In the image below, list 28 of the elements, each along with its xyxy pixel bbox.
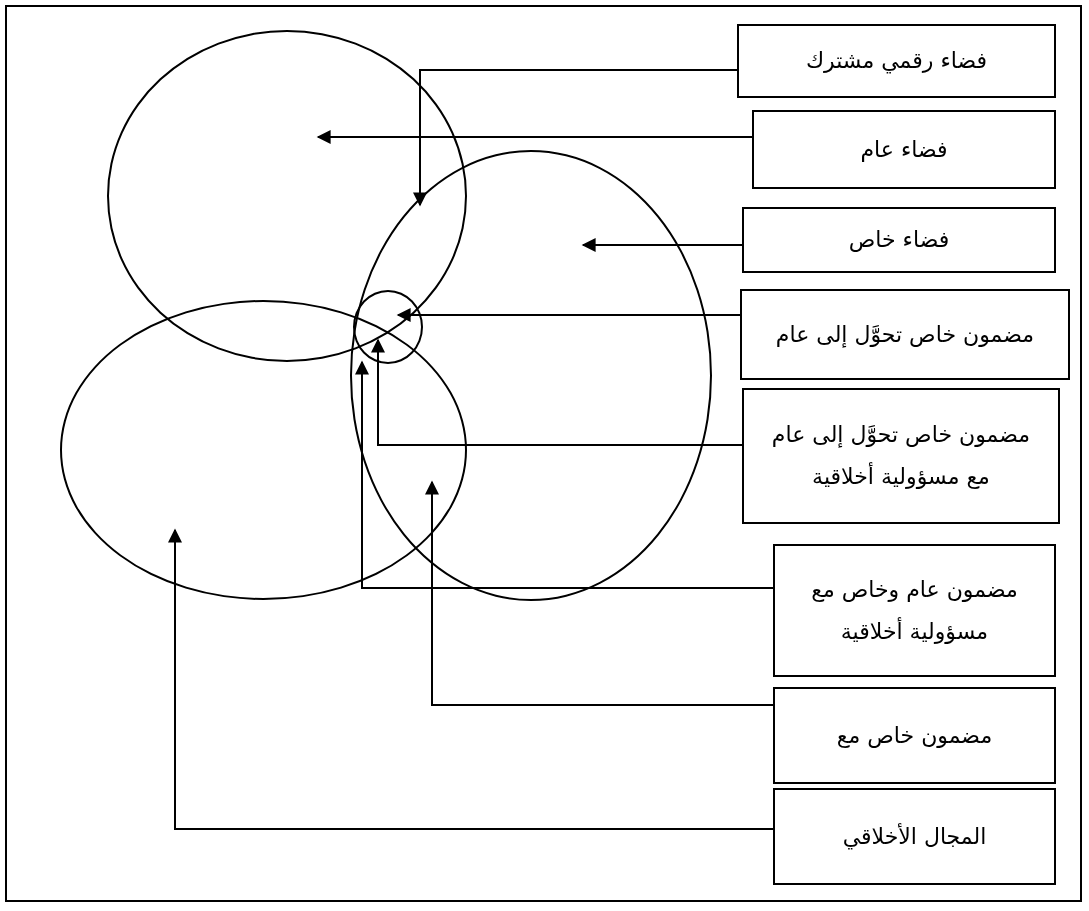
callout-box [740, 289, 1070, 380]
callout-box [773, 687, 1056, 784]
callout-text: فضاء خاص [848, 226, 950, 255]
ellipse [353, 290, 423, 364]
leader-arrow [425, 480, 774, 706]
leader-arrow [168, 528, 774, 830]
leader-arrow [413, 69, 738, 207]
leader-arrow [355, 360, 774, 589]
ellipse [60, 300, 467, 600]
ellipse [107, 30, 467, 362]
callout-text: مضمون خاص تحوَّل إلى عام مع مسؤولية أخلاقية [770, 421, 1032, 491]
callout-box [737, 24, 1056, 98]
callout-box [742, 207, 1056, 273]
callout-box [773, 544, 1056, 677]
callout-box [742, 388, 1060, 524]
callout-box [773, 788, 1056, 885]
callout-text: المجال الأخلاقي [842, 822, 987, 852]
callout-text: فضاء رقمي مشترك [805, 47, 988, 76]
callout-text: مضمون خاص تحوَّل إلى عام [775, 320, 1035, 350]
leader-arrow [581, 238, 743, 252]
callout-text: مضمون عام وخاص مع مسؤولية أخلاقية [810, 575, 1019, 646]
ellipse [350, 150, 712, 601]
leader-arrow [316, 130, 753, 144]
callout-box [752, 110, 1056, 189]
leader-arrow [371, 338, 743, 446]
leader-arrow [396, 308, 741, 322]
callout-text: مضمون خاص مع [836, 721, 993, 750]
callout-text: فضاء عام [860, 135, 948, 164]
